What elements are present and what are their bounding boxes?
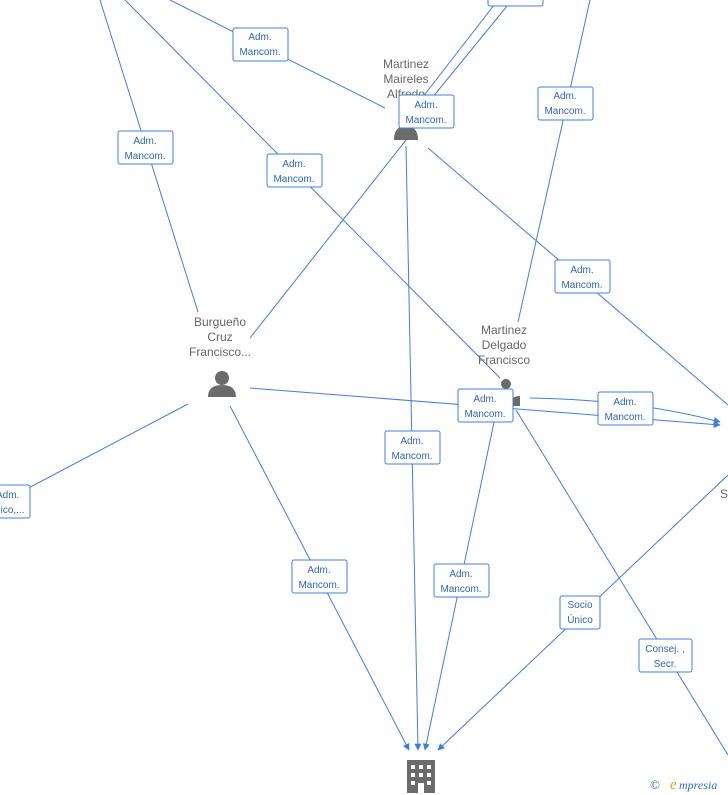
person-name-line: Martinez: [383, 57, 429, 71]
person-name-line: Cruz: [207, 330, 232, 344]
edge-label-line: Adm.: [248, 32, 271, 43]
person-node-francisco-delgado[interactable]: Martinez Delgado Francisco: [478, 323, 530, 406]
edge-label-line: Adm.: [133, 136, 156, 147]
edge-label-line: Adm.: [473, 394, 496, 405]
edge-label-line: Adm.: [553, 91, 576, 102]
person-node-right-partial[interactable]: S: [720, 487, 728, 501]
edge-label[interactable]: Adm. Mancom.: [232, 27, 289, 62]
edge-label-line: Adm.: [307, 565, 330, 576]
copyright-symbol: ©: [650, 777, 660, 792]
person-name-line: Francisco...: [189, 345, 251, 359]
edge-label-line: Adm.: [570, 265, 593, 276]
person-name-line: Burgueño: [194, 315, 246, 329]
person-icon: [208, 371, 236, 397]
edge-label-line: Consej. ,: [645, 644, 684, 655]
edge-label-line: Adm.: [400, 436, 423, 447]
edge-line: [249, 139, 407, 339]
edge-label-line: Mancom.: [239, 47, 280, 58]
brand-initial: e: [670, 777, 677, 793]
edge-line: [515, 409, 728, 756]
edge-label-line: Mancom.: [464, 409, 505, 420]
building-icon[interactable]: [407, 760, 435, 793]
edge-label-line: Adm.: [414, 100, 437, 111]
person-name-line: Maireles: [383, 72, 428, 86]
edge-label[interactable]: Adm. Mancom.: [117, 130, 174, 165]
edge-line: [0, 403, 189, 504]
edge-label-line: Mancom.: [124, 151, 165, 162]
edge-line: [124, 0, 501, 379]
edge-label[interactable]: Adm. Mancom.: [597, 391, 654, 426]
person-name-line: Francisco: [478, 353, 530, 367]
person-name-line: Martinez: [481, 323, 527, 337]
edge-label[interactable]: Adm. Mancom.: [398, 94, 455, 129]
person-name-line: Delgado: [482, 338, 527, 352]
edge-label[interactable]: Socio Único: [559, 595, 601, 630]
person-node-alfredo[interactable]: Martinez Maireles Alfredo: [383, 57, 429, 140]
edge-label-line: Socio: [567, 600, 592, 611]
edge-label[interactable]: Adm. Mancom.: [384, 430, 441, 465]
edge-label-line: Mancom.: [391, 451, 432, 462]
person-node-francisco-cruz[interactable]: Burgueño Cruz Francisco...: [189, 315, 251, 397]
person-icon: [394, 126, 418, 140]
brand-footer: © e mpresia: [650, 777, 717, 793]
edge-label[interactable]: Consej. , Secr.: [638, 638, 693, 673]
edge-label-line: Mancom.: [561, 280, 602, 291]
edge-label-line: Adm.: [282, 159, 305, 170]
edge-label-line: Secr.: [654, 659, 677, 670]
edge-label-line: Mancom.: [604, 412, 645, 423]
edge-label-line: Adm.: [449, 569, 472, 580]
edge-label[interactable]: Adm. Mancom.: [457, 388, 514, 423]
edge-label[interactable]: Adm. Mancom.: [537, 86, 594, 121]
edge-label[interactable]: [487, 0, 544, 7]
edge-label-line: Apo.Manc,Soc.Único,...: [0, 503, 25, 516]
edge-label-line: Adm.: [613, 397, 636, 408]
edge-label-line: Mancom.: [544, 106, 585, 117]
edge-label-line: Mancom.: [273, 174, 314, 185]
edge-label-line: Adm.: [0, 490, 19, 501]
edge-label[interactable]: Adm. Mancom.: [554, 259, 611, 294]
edge-line: [421, 0, 499, 99]
edge-line: [517, 0, 591, 323]
edge-label[interactable]: Adm. Mancom.: [291, 559, 348, 594]
edge-label-line: Único: [567, 613, 593, 626]
edge-label-line: Mancom.: [298, 580, 339, 591]
edge-label-line: Mancom.: [405, 115, 446, 126]
edge-label[interactable]: Adm. Mancom.: [433, 563, 490, 598]
brand-name: mpresia: [679, 778, 717, 792]
person-name-line: S: [720, 487, 728, 501]
edge-label[interactable]: Adm. Mancom.: [266, 153, 323, 188]
edge-line: [431, 0, 513, 99]
edge-label-line: Mancom.: [440, 584, 481, 595]
edge-label[interactable]: Adm. Apo.Manc,Soc.Único,...: [0, 484, 31, 519]
edges: [0, 0, 728, 756]
